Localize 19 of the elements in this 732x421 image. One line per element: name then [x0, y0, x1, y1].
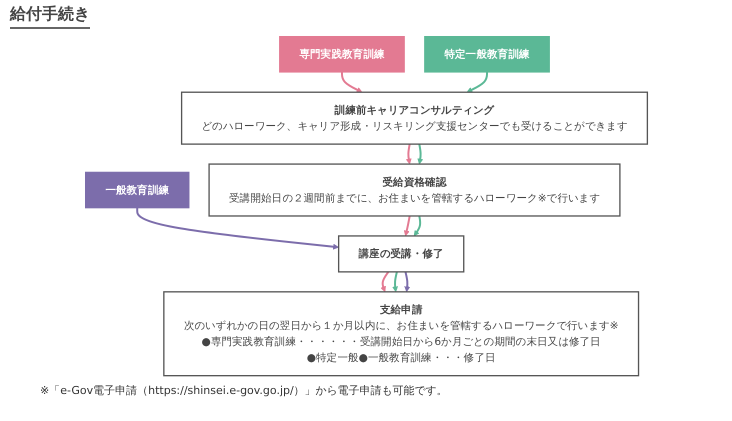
node-box: 受給資格確認 受講開始日の２週間前までに、お住まいを管轄するハローワーク※で行います [208, 163, 620, 217]
node-box: 一般教育訓練 [84, 172, 190, 208]
arrow [392, 272, 398, 292]
node-box: 専門実践教育訓練 [278, 36, 404, 73]
arrow [404, 272, 410, 292]
node-box: 訓練前キャリアコンサルティング どのハローワーク、キャリア形成・リスキリング支援センターでも受けることができます [180, 92, 648, 145]
title: 給付手続き [10, 4, 90, 29]
arrow [340, 72, 362, 92]
footnote: ※「e-Gov電子申請（https://shinsei.e-gov.go.jp/）」から電子申請も可能です。 [40, 383, 449, 398]
arrow [136, 208, 339, 250]
arrow [380, 271, 389, 292]
arrow [466, 72, 488, 92]
node-box: 支給申請 次のいずれかの日の翌日から１か月以内に、お住まいを管轄するハローワークで行います※ ●専門実践教育訓練・・・・・・受講開始日から6か月ごとの期間の末日又は修了日 ●特定一般●一般教育訓練・・・修了日 [162, 291, 639, 376]
arrow [403, 216, 410, 236]
arrow [417, 144, 423, 164]
node-box: 特定一般教育訓練 [424, 36, 550, 73]
arrow [413, 216, 421, 236]
arrow [405, 144, 412, 164]
node-box: 講座の受講・修了 [338, 235, 464, 273]
